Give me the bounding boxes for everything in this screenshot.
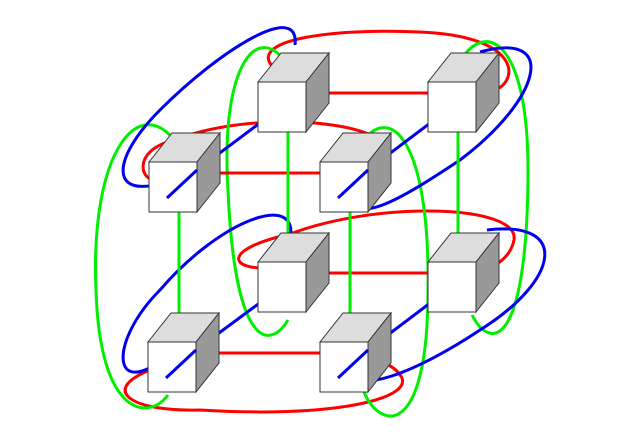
cube-node-back-bottom-right: [426, 231, 501, 314]
direct-links: [177, 91, 460, 355]
x-wraparound-link: [123, 358, 404, 414]
cube-node-back-top-right: [426, 51, 501, 134]
cube-node-back-bottom-left: [256, 231, 331, 314]
cube-front-face: [319, 341, 369, 393]
z-wraparound-link: [121, 213, 293, 374]
cube-front-face: [427, 81, 477, 133]
cube-front-face: [148, 161, 198, 213]
cube-nodes: [146, 51, 501, 394]
z-link-stub: [336, 168, 370, 200]
z-wraparound-link: [121, 26, 297, 188]
cube-node-back-top-left: [256, 51, 331, 134]
cube-node-front-bottom-right: [318, 311, 393, 394]
cube-node-front-top-left: [147, 131, 222, 214]
cube-front-face: [319, 161, 369, 213]
cube-front-face: [257, 261, 307, 313]
y-wraparound-link: [456, 40, 530, 335]
y-wraparound-link: [225, 46, 290, 337]
cube-front-face: [427, 261, 477, 313]
cube-node-front-top-right: [318, 131, 393, 214]
cube-front-face: [147, 341, 197, 393]
cube-front-face: [257, 81, 307, 133]
z-link-stub: [336, 348, 370, 380]
z-link-stub: [164, 348, 198, 380]
z-link-stub: [165, 168, 199, 200]
cube-node-front-bottom-left: [146, 311, 221, 394]
x-wraparound-link: [266, 29, 511, 92]
y-wraparound-link: [94, 123, 180, 410]
